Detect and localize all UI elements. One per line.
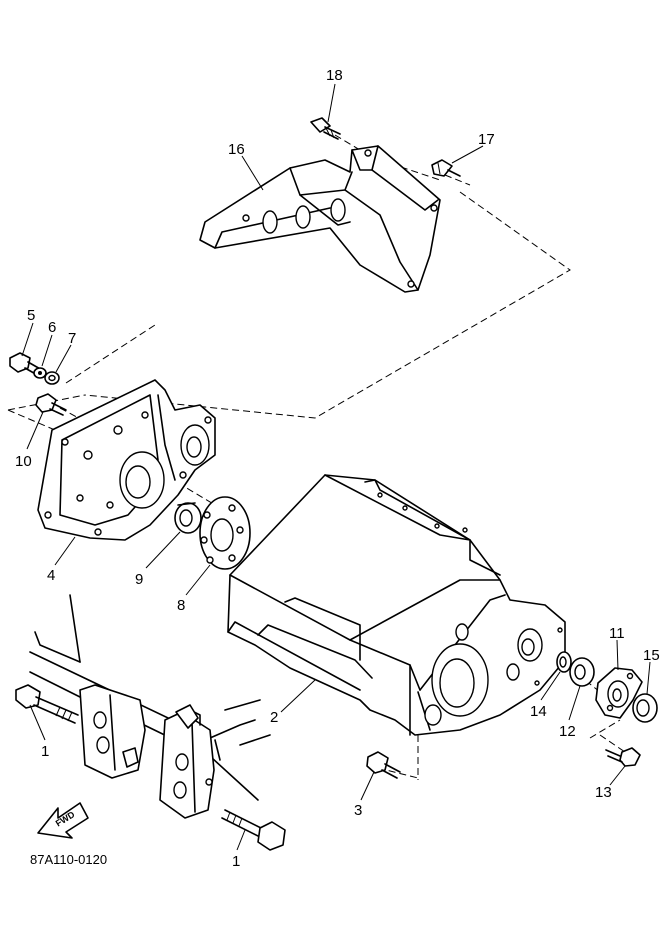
callout-6: 6 [48,319,56,336]
callout-9: 9 [135,571,143,588]
callout-1-upper: 1 [41,743,49,760]
callout-1-lower: 1 [232,853,240,870]
callout-3: 3 [354,802,362,819]
part-code: 87A110-0120 [30,852,107,867]
callout-17: 17 [478,131,495,148]
callout-11: 11 [609,625,625,642]
part-7-washer [44,371,60,385]
callout-12: 12 [559,723,576,740]
mount-bracket-left [79,684,146,779]
part-10-bolt [35,393,67,416]
callout-leader-lines [21,83,651,851]
part-9-bearing [174,502,202,534]
callout-5: 5 [27,307,35,324]
mount-bracket-right [159,704,215,819]
callout-4: 4 [47,567,55,584]
callout-18: 18 [326,67,343,84]
callout-8: 8 [177,597,185,614]
fwd-arrow-icon: FWD [37,802,89,839]
callout-7: 7 [68,330,76,347]
callout-14: 14 [530,703,547,720]
part-3-bolt [366,751,401,779]
part-2-housing [227,474,566,736]
callout-labels: 18 17 16 5 6 7 10 4 9 8 11 15 14 12 13 2… [15,67,660,870]
part-4-side-plate [37,379,216,541]
part-1-bolt-lower [221,809,286,851]
part-16-bracket [199,145,441,293]
part-15-seal [632,693,658,723]
callout-16: 16 [228,141,245,158]
part-6-washer [33,367,47,379]
part-11-flange [595,667,643,719]
part-14-seal [556,651,572,673]
part-13-bolt [605,747,641,767]
part-1-bolt-upper [15,684,79,724]
part-18-bolt [310,117,341,140]
part-8-flange [199,496,251,570]
part-12-bearing [569,657,595,687]
callout-10: 10 [15,453,32,470]
part-17-nut [431,159,461,177]
callout-13: 13 [595,784,612,801]
callout-15: 15 [643,647,660,664]
callout-2: 2 [270,709,278,726]
